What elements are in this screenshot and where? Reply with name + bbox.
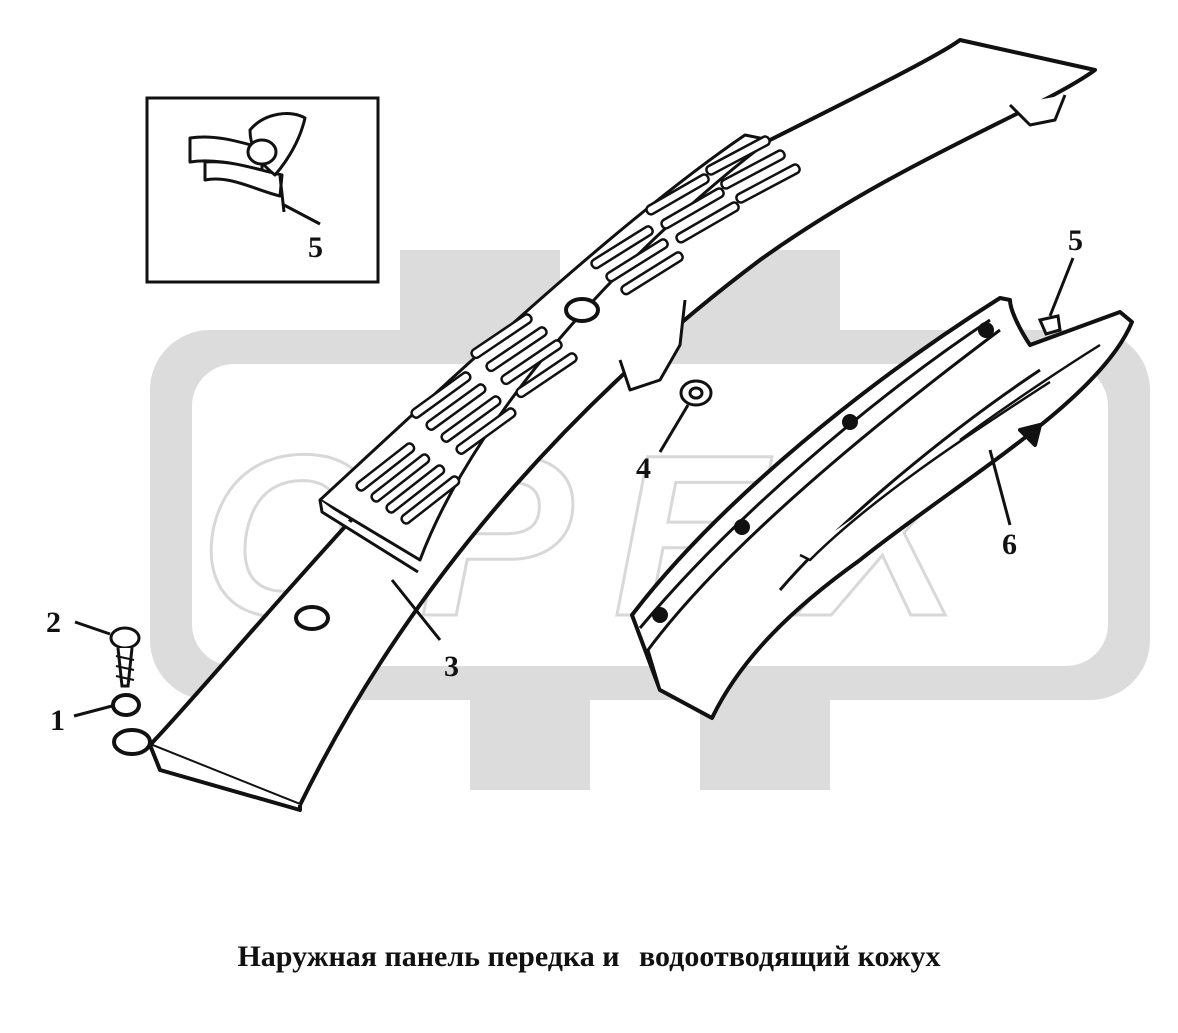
inset-box: 5 <box>145 96 380 284</box>
grommet-part <box>679 379 713 407</box>
caption-part2: водоотводящий кожух <box>639 940 941 973</box>
leader-2 <box>74 620 111 636</box>
panel-hole <box>294 605 330 631</box>
callout-5-main: 5 <box>1068 224 1083 257</box>
leader-1 <box>73 704 113 718</box>
callout-6: 6 <box>1002 528 1017 561</box>
vent-slots <box>355 135 801 525</box>
panel-hole <box>564 297 600 323</box>
leader-6 <box>988 449 1012 526</box>
leader-5-main <box>1048 257 1075 317</box>
callout-4: 4 <box>636 452 651 485</box>
leader-3 <box>390 579 442 641</box>
inset-leader-5 <box>283 203 321 226</box>
callout-1: 1 <box>50 704 65 737</box>
clip-part <box>1037 314 1062 336</box>
diagram-caption: Наружная панель передка и водоотводящий … <box>0 940 1178 974</box>
caption-part1: Наружная панель передка и <box>237 940 620 973</box>
washer-part <box>111 693 141 717</box>
callout-5-inset: 5 <box>308 231 323 264</box>
screw-part <box>109 626 141 688</box>
inset-clip-part <box>188 112 307 213</box>
callout-2: 2 <box>46 606 61 639</box>
drain-cover <box>630 296 1134 720</box>
callout-3: 3 <box>444 650 459 683</box>
leader-4 <box>658 404 690 453</box>
panel-bracket <box>112 728 152 756</box>
